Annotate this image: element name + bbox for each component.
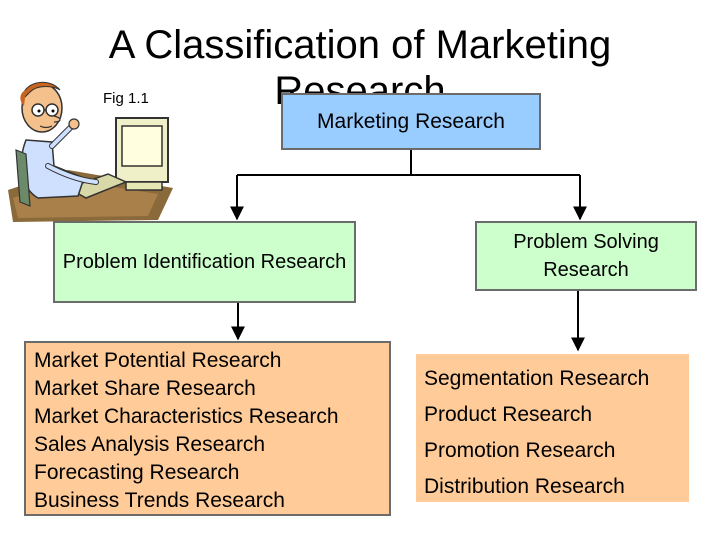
- problem-solving-list: Segmentation Research Product Research P…: [414, 352, 691, 504]
- branch-node-label: Problem Identification Research: [62, 251, 347, 273]
- problem-identification-list: Market Potential Research Market Share R…: [24, 341, 391, 516]
- list-item: Distribution Research: [424, 475, 625, 498]
- list-item: Forecasting Research: [34, 461, 240, 484]
- cartoon-man-at-computer-icon: [8, 81, 173, 222]
- figure-label: Fig 1.1: [103, 90, 149, 107]
- root-node-marketing-research: Marketing Research: [281, 93, 541, 150]
- branch-node-problem-solving: Problem Solving Research: [475, 221, 697, 291]
- branch-node-problem-identification: Problem Identification Research: [53, 221, 356, 303]
- list-item: Promotion Research: [424, 439, 616, 462]
- root-node-label: Marketing Research: [317, 109, 505, 133]
- list-item: Market Characteristics Research: [34, 405, 339, 428]
- list-item: Business Trends Research: [34, 489, 285, 512]
- list-item: Market Potential Research: [34, 349, 282, 372]
- branch-node-label: Problem Solving Research: [513, 231, 659, 281]
- list-item: Market Share Research: [34, 377, 256, 400]
- list-item: Sales Analysis Research: [34, 433, 266, 456]
- list-item: Product Research: [424, 403, 593, 426]
- list-item: Segmentation Research: [424, 367, 650, 390]
